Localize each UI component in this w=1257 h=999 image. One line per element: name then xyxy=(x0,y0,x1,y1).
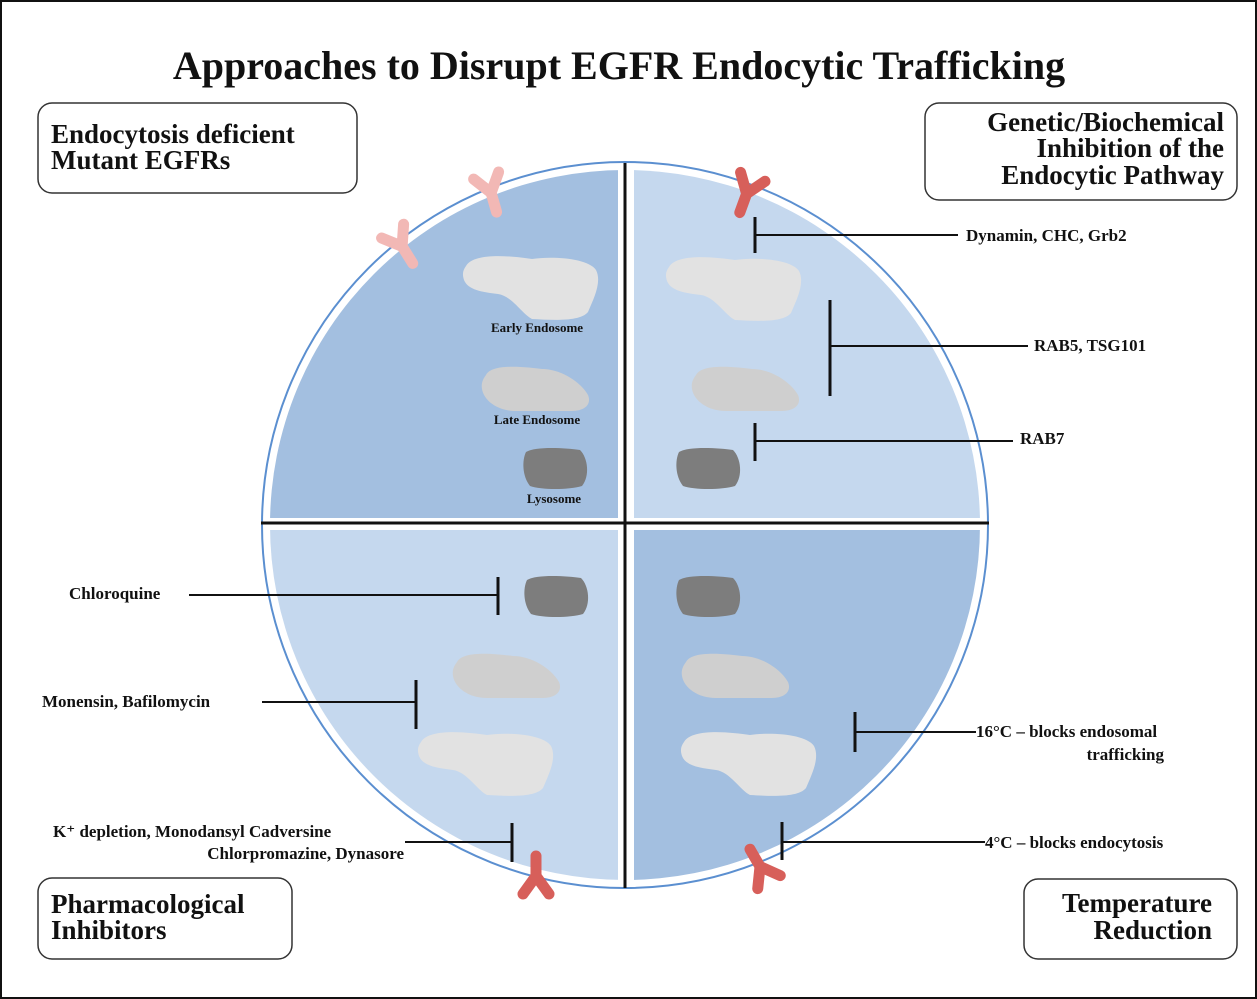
box-temperature-line2: Reduction xyxy=(1093,915,1212,945)
lysosome-label: Lysosome xyxy=(527,491,581,506)
box-endocytosis-deficient: Endocytosis deficient Mutant EGFRs xyxy=(37,102,358,194)
16c-label-line1: 16°C – blocks endosomal xyxy=(976,722,1157,741)
box-genetic-line3: Endocytic Pathway xyxy=(1001,160,1224,190)
box-temperature: Temperature Reduction xyxy=(1023,878,1238,960)
br-lysosome xyxy=(676,576,741,617)
rab7-label: RAB7 xyxy=(1020,429,1065,448)
box-genetic-biochemical: Genetic/Biochemical Inhibition of the En… xyxy=(924,102,1238,201)
monensin-label: Monensin, Bafilomycin xyxy=(42,692,211,711)
rab5-label: RAB5, TSG101 xyxy=(1034,336,1146,355)
box-pharmacological-line2: Inhibitors xyxy=(51,915,167,945)
bl-lysosome xyxy=(524,576,589,617)
dynamin-label: Dynamin, CHC, Grb2 xyxy=(966,226,1127,245)
chloroquine-label: Chloroquine xyxy=(69,584,161,603)
diagram-title: Approaches to Disrupt EGFR Endocytic Tra… xyxy=(173,43,1065,88)
box-genetic-line1: Genetic/Biochemical xyxy=(987,107,1224,137)
box-endocytosis-line1: Endocytosis deficient xyxy=(51,119,295,149)
16c-label-line2: trafficking xyxy=(1087,745,1165,764)
late-endosome-label: Late Endosome xyxy=(494,412,581,427)
early-endosome-label: Early Endosome xyxy=(491,320,583,335)
k-depletion-label-line1: K⁺ depletion, Monodansyl Cadversine xyxy=(53,822,332,841)
box-pharmacological: Pharmacological Inhibitors xyxy=(37,877,293,960)
box-pharmacological-line1: Pharmacological xyxy=(51,889,245,919)
box-genetic-line2: Inhibition of the xyxy=(1036,133,1224,163)
k-depletion-label-line2: Chlorpromazine, Dynasore xyxy=(207,844,404,863)
tl-lysosome xyxy=(523,448,588,489)
4c-label: 4°C – blocks endocytosis xyxy=(985,833,1164,852)
box-endocytosis-line2: Mutant EGFRs xyxy=(51,145,230,175)
box-temperature-line1: Temperature xyxy=(1062,888,1212,918)
tr-lysosome xyxy=(676,448,741,489)
